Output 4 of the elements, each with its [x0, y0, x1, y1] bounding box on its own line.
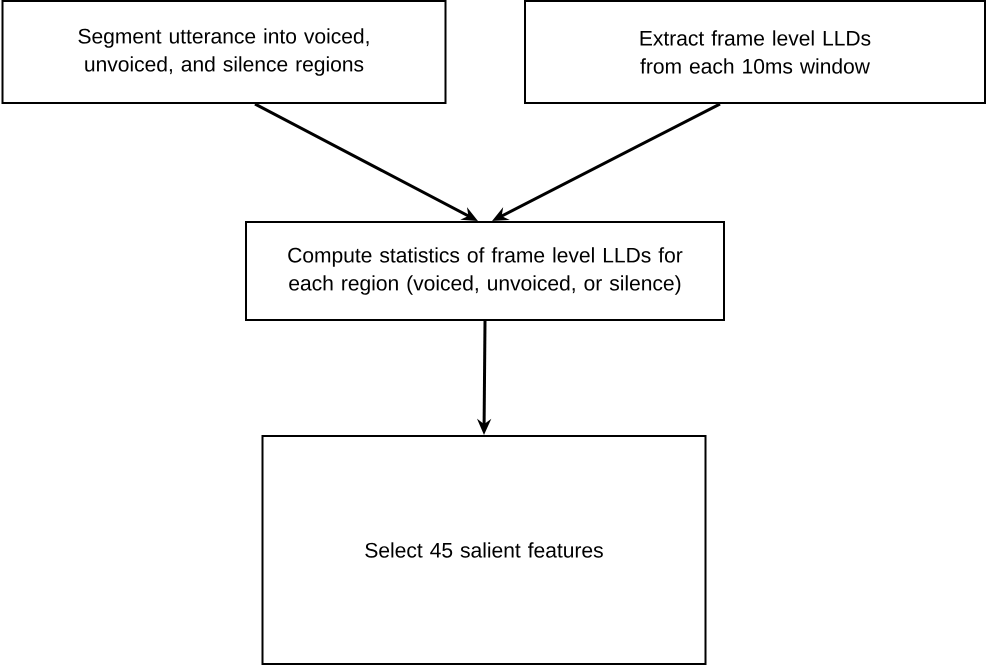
process-box: Segment utterance into voiced, unvoiced, and silence regions: [2, 0, 446, 104]
process-box: Compute statistics of frame level LLDs for each region (voiced, unvoiced, or silence): [245, 221, 725, 321]
process-box: Select 45 salient features: [262, 435, 706, 665]
process-box: Extract frame level LLDs from each 10ms window: [524, 0, 986, 104]
